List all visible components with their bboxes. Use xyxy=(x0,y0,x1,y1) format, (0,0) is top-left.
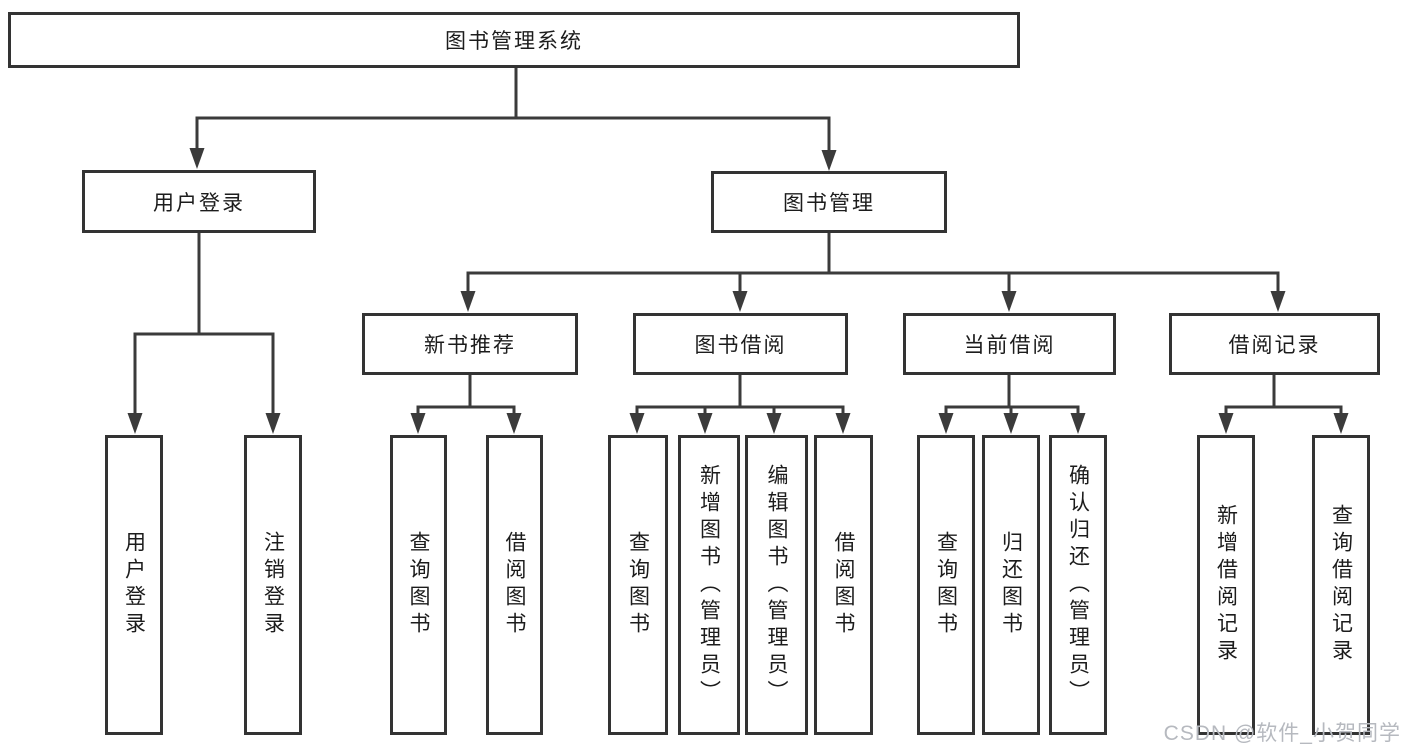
node-new-book-recommendation-label: 新书推荐 xyxy=(424,334,516,357)
leaf-edit-books-admin: 编辑图书（管理员） xyxy=(745,435,808,735)
leaf-query-books-3-label: 查询图书 xyxy=(934,531,958,639)
node-book-borrowing-label: 图书借阅 xyxy=(694,334,787,357)
node-current-borrowing: 当前借阅 xyxy=(903,313,1116,375)
node-book-management: 图书管理 xyxy=(711,171,947,233)
arrowhead-icons xyxy=(127,148,1349,434)
leaf-edit-books-admin-label: 编辑图书（管理员） xyxy=(765,463,788,707)
node-user-login: 用户登录 xyxy=(82,170,316,233)
leaf-borrow-books-2: 借阅图书 xyxy=(814,435,873,735)
leaf-user-login: 用户登录 xyxy=(105,435,163,735)
leaf-add-books-admin-label: 新增图书（管理员） xyxy=(697,463,721,707)
leaf-add-borrow-record: 新增借阅记录 xyxy=(1197,435,1255,735)
leaf-query-books-2: 查询图书 xyxy=(608,435,668,735)
leaf-confirm-return-admin: 确认归还（管理员） xyxy=(1049,435,1107,735)
leaf-add-borrow-record-label: 新增借阅记录 xyxy=(1214,504,1238,666)
leaf-add-books-admin: 新增图书（管理员） xyxy=(678,435,740,735)
leaf-query-books-2-label: 查询图书 xyxy=(626,531,650,639)
leaf-confirm-return-admin-label: 确认归还（管理员） xyxy=(1066,463,1090,707)
leaf-return-books: 归还图书 xyxy=(982,435,1040,735)
node-borrowing-records-label: 借阅记录 xyxy=(1228,334,1321,357)
csdn-watermark: CSDN @软件_小贺同学 xyxy=(1163,722,1401,745)
node-borrowing-records: 借阅记录 xyxy=(1169,313,1380,375)
leaf-query-borrow-record: 查询借阅记录 xyxy=(1312,435,1370,735)
leaf-return-books-label: 归还图书 xyxy=(999,531,1023,639)
node-book-management-label: 图书管理 xyxy=(783,192,875,215)
leaf-borrow-books-2-label: 借阅图书 xyxy=(832,531,855,639)
leaf-borrow-books-1-label: 借阅图书 xyxy=(503,531,526,639)
node-root-label: 图书管理系统 xyxy=(445,30,583,53)
leaf-query-books-1-label: 查询图书 xyxy=(407,531,430,639)
node-new-book-recommendation: 新书推荐 xyxy=(362,313,578,375)
node-root: 图书管理系统 xyxy=(8,12,1020,68)
leaf-user-login-label: 用户登录 xyxy=(122,531,146,639)
leaf-query-borrow-record-label: 查询借阅记录 xyxy=(1329,504,1353,666)
node-book-borrowing: 图书借阅 xyxy=(633,313,848,375)
node-user-login-label: 用户登录 xyxy=(153,191,245,215)
leaf-borrow-books-1: 借阅图书 xyxy=(486,435,543,735)
leaf-logout: 注销登录 xyxy=(244,435,302,735)
leaf-logout-label: 注销登录 xyxy=(261,531,285,639)
leaf-query-books-3: 查询图书 xyxy=(917,435,975,735)
node-current-borrowing-label: 当前借阅 xyxy=(963,334,1056,357)
leaf-query-books-1: 查询图书 xyxy=(390,435,447,735)
